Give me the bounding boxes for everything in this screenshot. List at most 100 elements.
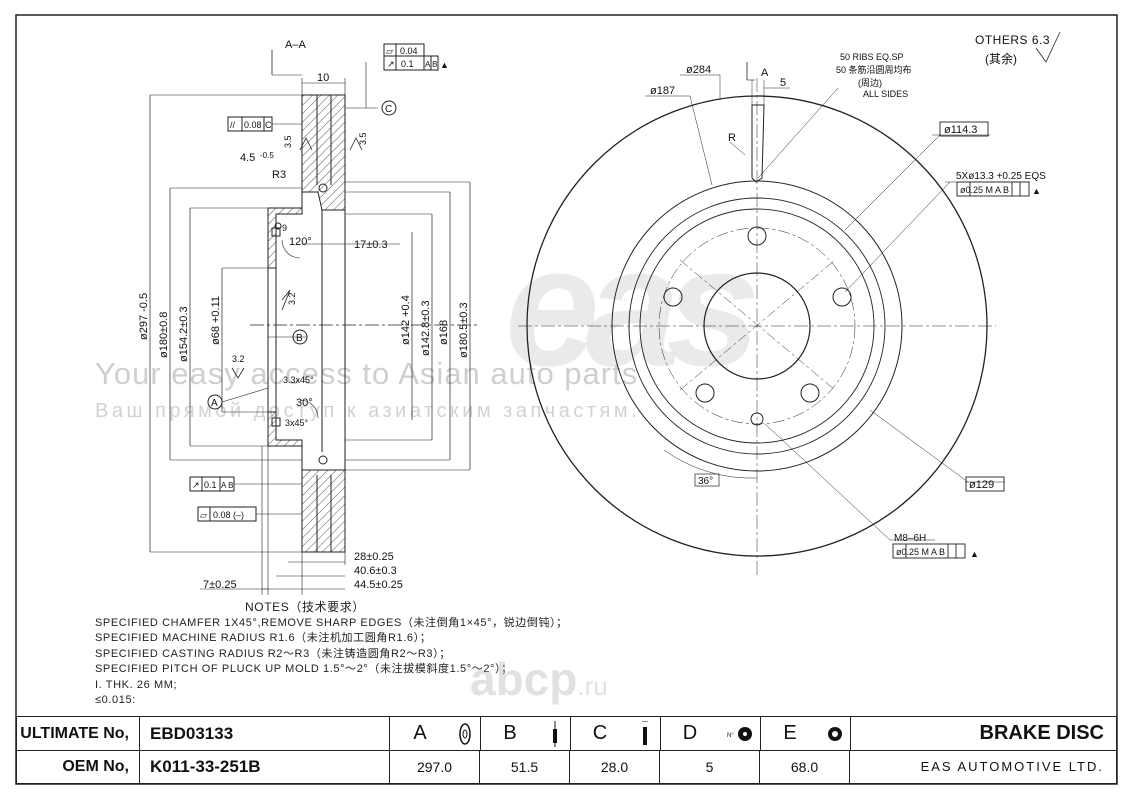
section-view <box>149 43 480 595</box>
tol-stud-holes: ø0.25 M A B <box>960 185 1009 195</box>
surface-note-cn: (其余) <box>985 52 1017 66</box>
note-line: SPECIFIED PITCH OF PLUCK UP MOLD 1.5°～2°… <box>95 663 513 675</box>
roughness-3-5-left: 3.5 <box>283 135 293 148</box>
dim-168: ø168 <box>438 320 450 345</box>
ultimate-value: EBD03133 <box>140 717 390 750</box>
parallel-icon: // <box>230 120 236 130</box>
datum-a: A <box>211 398 218 409</box>
note-line: SPECIFIED MACHINE RADIUS R1.6（未注机加工圆角R1.… <box>95 632 432 644</box>
ribs-note-1: 50 RIBS EQ.SP <box>840 52 904 62</box>
notes-block: NOTES（技术要求） SPECIFIED CHAMFER 1X45°,REMO… <box>95 600 635 703</box>
datum-c: C <box>385 104 392 115</box>
dim-4-5: 4.5 <box>240 152 255 164</box>
rotor-ring-lower <box>301 469 346 553</box>
ribs-note-3: (周边) <box>858 78 882 88</box>
dim-center-bore: ø68 +0.11 <box>210 296 222 345</box>
col-e-value: 68.0 <box>760 750 850 783</box>
flatness-icon: ▱ <box>386 46 393 56</box>
dim-187: ø187 <box>650 85 675 97</box>
front-view-labels: ø284 ø187 A 5 R 50 RIBS EQ.SP 50 条筋沿圆周均布… <box>650 52 1046 559</box>
title-row-ultimate: ULTIMATE No, EBD03133 A B C D N° E BRAKE… <box>17 717 1116 751</box>
bore-icon <box>820 717 850 750</box>
drawing-frame <box>15 14 1118 785</box>
triangle-icon: ▲ <box>970 549 979 559</box>
dim-4-5-tolerance: -0.5 <box>260 151 274 160</box>
roughness-3-2-bore: 3.2 <box>232 354 245 364</box>
dim-154-2: ø154.2±0.3 <box>178 306 190 362</box>
tol-runout-datum: A B <box>425 60 437 69</box>
stud-hole-5 <box>663 287 683 307</box>
dim-rib-width: 5 <box>780 77 786 89</box>
dim-outer-diameter: ø297 -0.5 <box>138 293 150 340</box>
dim-142-8: ø142.8±0.3 <box>420 300 432 356</box>
dim-180-8: ø180±0.8 <box>158 312 170 358</box>
rotor-ring-upper <box>301 94 346 211</box>
stud-hole-4 <box>695 383 715 403</box>
holes-icon: N° <box>720 717 760 750</box>
disc-outline-icon <box>450 717 480 750</box>
watermark-tagline-en: Your easy access to Asian auto parts <box>95 356 639 391</box>
dim-r3: R3 <box>272 169 286 181</box>
abcp-watermark-tld: .ru <box>577 671 608 701</box>
note-line: I. THK. 26 MM; <box>95 678 178 691</box>
col-a-value: 297.0 <box>390 750 480 783</box>
dim-angle-120: 120° <box>289 236 312 248</box>
tol-thread: ø0.25 M A B <box>896 547 945 557</box>
datum-b: B <box>296 333 303 344</box>
dim-28: 28±0.25 <box>354 551 394 563</box>
triangle-icon: ▲ <box>1032 186 1041 196</box>
tol-flatness2: 0.08 (–) <box>213 510 244 520</box>
title-block: ULTIMATE No, EBD03133 A B C D N° E BRAKE… <box>16 716 1117 784</box>
dim-chamfer-3-3: 3.3x45° <box>283 375 314 385</box>
dim-angle-30: 30° <box>296 397 313 409</box>
oem-value: K011-33-251B <box>140 750 390 783</box>
front-view <box>518 31 1061 575</box>
product-title: BRAKE DISC <box>979 722 1104 744</box>
col-d-letter: D <box>682 722 698 744</box>
dim-129: ø129 <box>969 479 994 491</box>
stud-hole-2 <box>832 287 852 307</box>
runout-icon: ↗ <box>387 59 395 69</box>
dim-rib-radius: R <box>728 132 736 144</box>
tol-parallel: 0.08 <box>244 120 262 130</box>
note-line: ≤0.015; <box>95 694 136 703</box>
height-icon <box>540 717 570 750</box>
surface-note: OTHERS 6.3 <box>975 33 1051 47</box>
section-label: A–A <box>285 39 306 51</box>
dim-angle-36: 36° <box>698 476 713 487</box>
tol-runout: 0.1 <box>401 59 414 69</box>
dim-9: 9 <box>282 223 287 233</box>
notes-title: NOTES（技术要求） <box>245 600 365 614</box>
dim-284: ø284 <box>686 64 711 76</box>
col-a-letter: A <box>413 722 427 744</box>
oem-label: OEM No, <box>17 750 140 783</box>
note-line: SPECIFIED CASTING RADIUS R2～R3（未注铸造圆角R2～… <box>95 647 451 660</box>
dim-142: ø142 +0.4 <box>400 295 412 345</box>
watermark-tagline-ru: Ваш прямой доступ к азиатским запчастям. <box>95 400 641 422</box>
title-row-oem: OEM No, K011-33-251B 297.0 51.5 28.0 5 6… <box>17 750 1116 783</box>
tol-runout2-datum: A B <box>221 481 233 490</box>
runout2-icon: ↗ <box>192 480 200 490</box>
dim-44-5: 44.5±0.25 <box>354 579 403 591</box>
dim-40-6: 40.6±0.3 <box>354 565 397 577</box>
ribs-note-4: ALL SIDES <box>863 89 908 99</box>
svg-text:N°: N° <box>727 733 734 739</box>
dim-chamfer-3: 3x45° <box>285 418 309 428</box>
triangle-icon: ▲ <box>440 60 449 70</box>
col-e-letter: E <box>783 722 797 744</box>
col-c-letter: C <box>592 722 608 744</box>
view-arrow-a: A <box>761 67 769 79</box>
dim-7: 7±0.25 <box>203 579 237 591</box>
ultimate-label: ULTIMATE No, <box>17 717 140 750</box>
tol-runout2: 0.1 <box>204 480 217 490</box>
roughness-3-5-right: 3.5 <box>358 132 368 145</box>
dim-thread: M8–6H <box>894 533 926 544</box>
abcp-watermark-name: abcp <box>470 653 578 705</box>
dim-hat-depth: 17±0.3 <box>354 239 388 251</box>
roughness-3-2-hat: 3.2 <box>287 292 297 305</box>
tol-parallel-datum: C <box>265 120 272 130</box>
dim-pcd: ø114.3 <box>944 124 977 136</box>
col-c-value: 28.0 <box>570 750 660 783</box>
col-b-letter: B <box>503 722 517 744</box>
